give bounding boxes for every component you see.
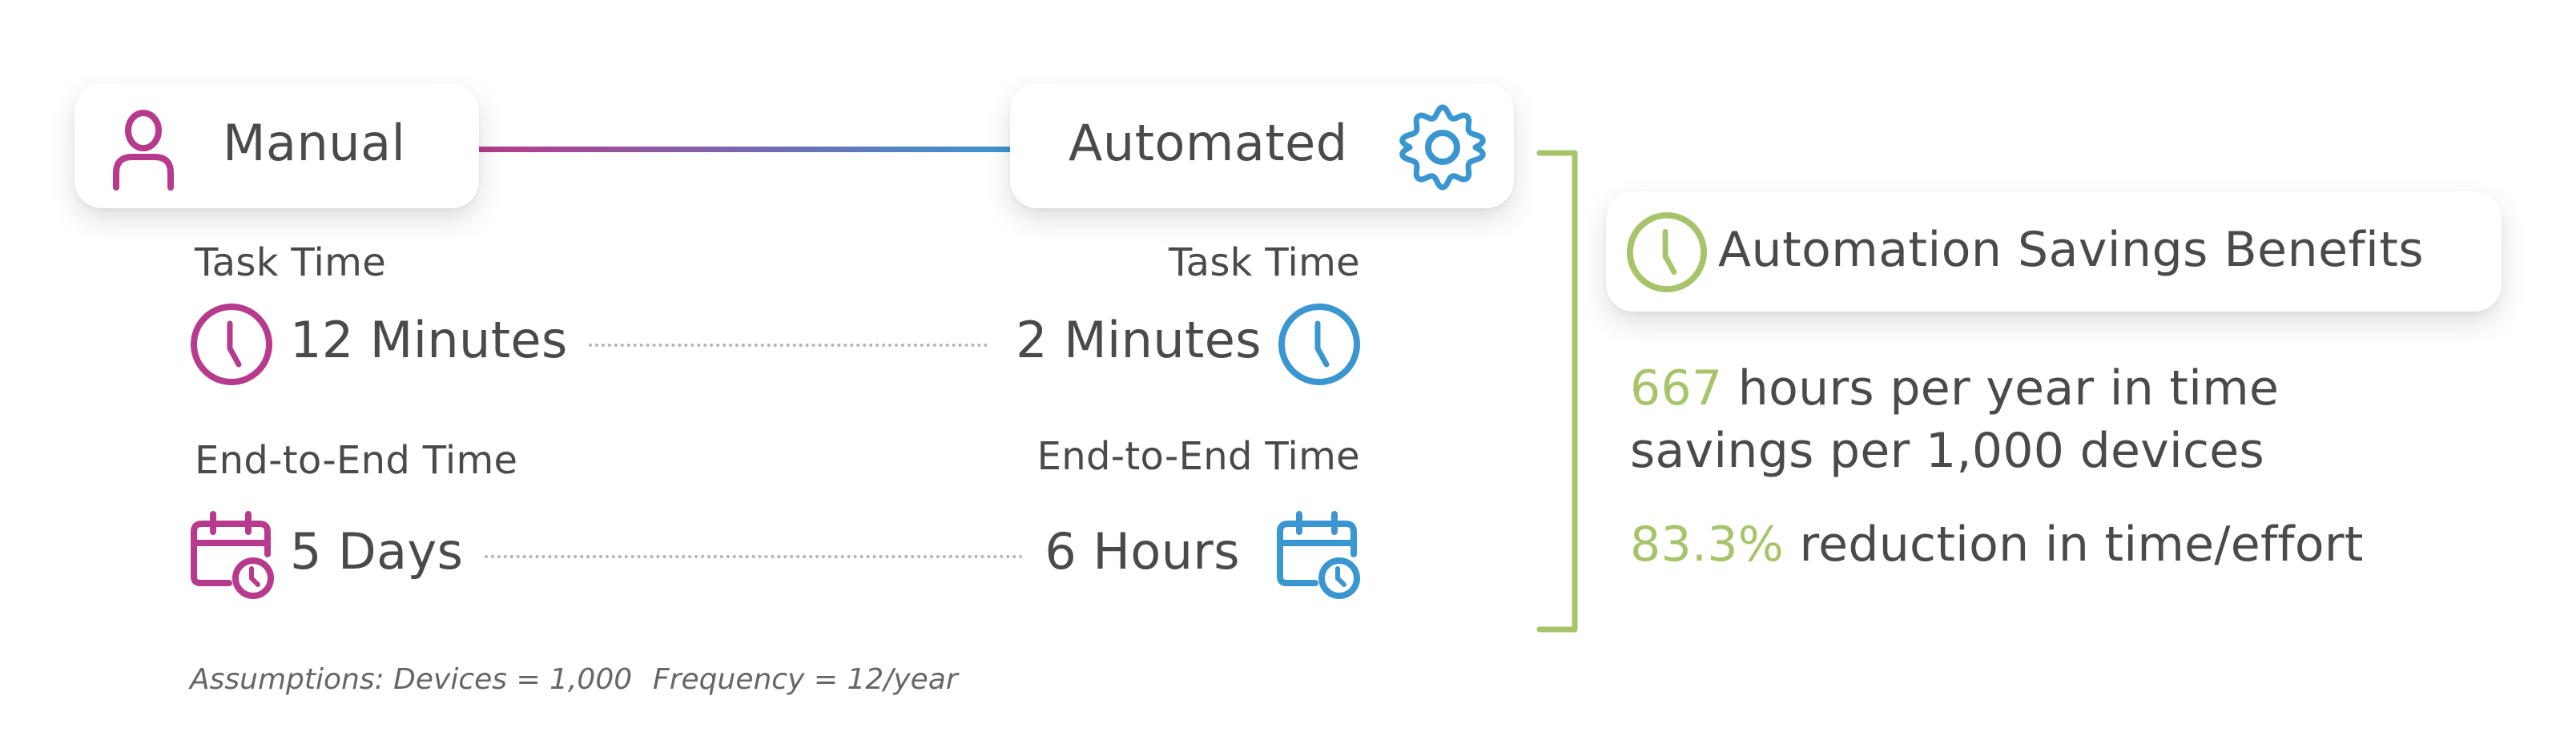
benefit-hours-text-line2: savings per 1,000 devices <box>1630 423 2265 479</box>
manual-task-time-label: Task Time <box>195 240 387 285</box>
task-time-dotted-line <box>589 344 988 347</box>
benefit-hours-highlight: 667 <box>1630 360 1723 416</box>
savings-bracket <box>1536 150 1578 633</box>
automated-task-time-value: 2 Minutes <box>1016 311 1262 369</box>
savings-card: Automation Savings Benefits <box>1606 191 2502 312</box>
manual-calendar-clock-icon <box>191 511 274 599</box>
automated-calendar-clock-icon <box>1277 511 1360 599</box>
benefit-reduction-highlight: 83.3% <box>1630 517 1785 573</box>
manual-end-to-end-label: End-to-End Time <box>195 438 518 483</box>
gear-icon <box>1399 104 1486 191</box>
benefit-reduction: 83.3% reduction in time/effort <box>1630 513 2364 576</box>
automated-card: Automated <box>1010 83 1514 208</box>
end-to-end-dotted-line <box>485 555 1023 558</box>
manual-card: Manual <box>74 83 479 208</box>
automated-end-to-end-label: End-to-End Time <box>1036 434 1360 479</box>
benefit-hours: 667 hours per year in time savings per 1… <box>1630 357 2279 482</box>
manual-task-clock-icon <box>191 304 272 385</box>
manual-end-to-end-value: 5 Days <box>290 522 464 581</box>
automated-title: Automated <box>1069 114 1348 172</box>
benefit-hours-text: hours per year in time <box>1722 360 2280 416</box>
savings-clock-icon <box>1626 211 1708 293</box>
automated-task-time-label: Task Time <box>1168 240 1360 285</box>
manual-task-time-value: 12 Minutes <box>290 311 568 369</box>
automated-task-clock-icon <box>1278 304 1360 385</box>
automated-end-to-end-value: 6 Hours <box>1044 522 1240 581</box>
benefit-reduction-text: reduction in time/effort <box>1784 517 2364 573</box>
manual-title: Manual <box>223 114 406 172</box>
savings-title: Automation Savings Benefits <box>1718 222 2425 278</box>
assumptions-devices: Assumptions: Devices = 1,000 <box>190 663 633 696</box>
assumptions-frequency: Frequency = 12/year <box>653 663 958 696</box>
person-icon <box>113 110 174 191</box>
